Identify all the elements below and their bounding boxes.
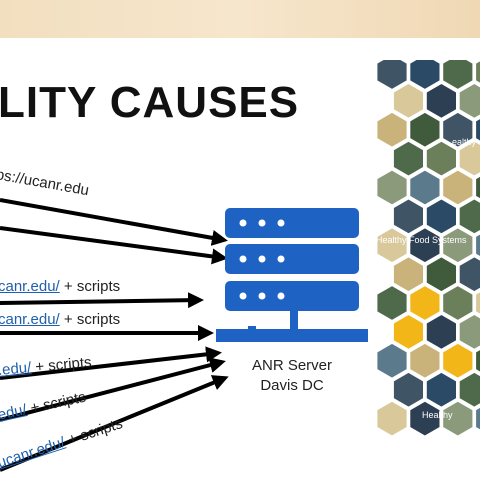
collage-hexagon [375, 341, 409, 380]
collage-hexagon [457, 255, 480, 294]
collage-hexagon [375, 399, 409, 438]
collage-hexagon [391, 312, 425, 352]
collage-hexagon [408, 399, 442, 438]
collage-hexagon [441, 341, 475, 380]
collage-hexagon [424, 139, 458, 178]
source-link-4[interactable]: .edu/ [0, 359, 32, 379]
collage-tile-text: Healthy Food Systems [376, 235, 467, 245]
collage-hexagon [375, 60, 409, 92]
collage-hexagon [391, 255, 425, 294]
collage-hexagon [408, 110, 442, 149]
source-label-2: canr.edu/ + scripts [0, 278, 121, 295]
source-link-2[interactable]: canr.edu/ [0, 278, 60, 295]
collage-hexagon [424, 197, 458, 236]
collage-hexagon [474, 174, 480, 201]
arrow-6 [0, 357, 226, 422]
collage-tile-text: ealthy [452, 137, 477, 147]
collage-hexagon [391, 81, 425, 121]
collage-hexagon [457, 139, 480, 178]
arrow-3 [0, 292, 204, 309]
collage-tile-text: Healthy [422, 410, 453, 420]
arrow-5 [0, 346, 222, 380]
collage-hexagon [441, 168, 475, 207]
collage-hexagon [408, 226, 442, 265]
collage-hexagon [375, 283, 409, 323]
collage-hexagon [441, 399, 475, 438]
collage-hexagon [457, 197, 480, 236]
collage-hexagon [375, 110, 409, 149]
collage-hexagon [441, 60, 475, 92]
collage-hexagon [408, 168, 442, 207]
arrow-1 [0, 198, 228, 246]
collage-hexagon [474, 290, 480, 316]
collage-hexagon [424, 255, 458, 294]
collage-hexagon [424, 370, 458, 409]
server-location: Davis DC [260, 377, 324, 394]
collage-hexagon [441, 226, 475, 265]
collage-hexagon [408, 341, 442, 380]
source-label-3: canr.edu/ + scripts [0, 311, 121, 328]
collage-hexagon [424, 312, 458, 352]
arrow-2 [0, 226, 228, 265]
collage-hexagon [408, 283, 442, 323]
collage-hexagon [474, 60, 480, 85]
slide-title: LITY CAUSES [0, 78, 300, 127]
server-label: ANR Server Davis DC [232, 356, 352, 396]
collage-hexagon [457, 370, 480, 409]
collage-hexagon [474, 405, 480, 432]
arrows [0, 198, 229, 472]
video-top-band [0, 0, 480, 38]
collage-hexagon [391, 197, 425, 236]
collage-hexagon [375, 226, 409, 265]
collage-hexagon [408, 60, 442, 92]
server-icon [216, 208, 368, 342]
collage-hexagon [474, 116, 480, 143]
collage-hexagon [391, 139, 425, 178]
collage-hexagon [441, 110, 475, 149]
collage-hexagon [441, 283, 475, 323]
collage-hexagon [457, 312, 480, 352]
collage-hexagon [424, 81, 458, 121]
source-link-3[interactable]: canr.edu/ [0, 311, 60, 328]
collage-hexagon [391, 370, 425, 409]
server-name: ANR Server [251, 357, 333, 374]
collage-hexagon [474, 232, 480, 259]
collage-hexagon [457, 81, 480, 121]
collage-hexagon [375, 168, 409, 207]
collage-hexagon [474, 347, 480, 374]
arrow-7 [0, 375, 229, 472]
